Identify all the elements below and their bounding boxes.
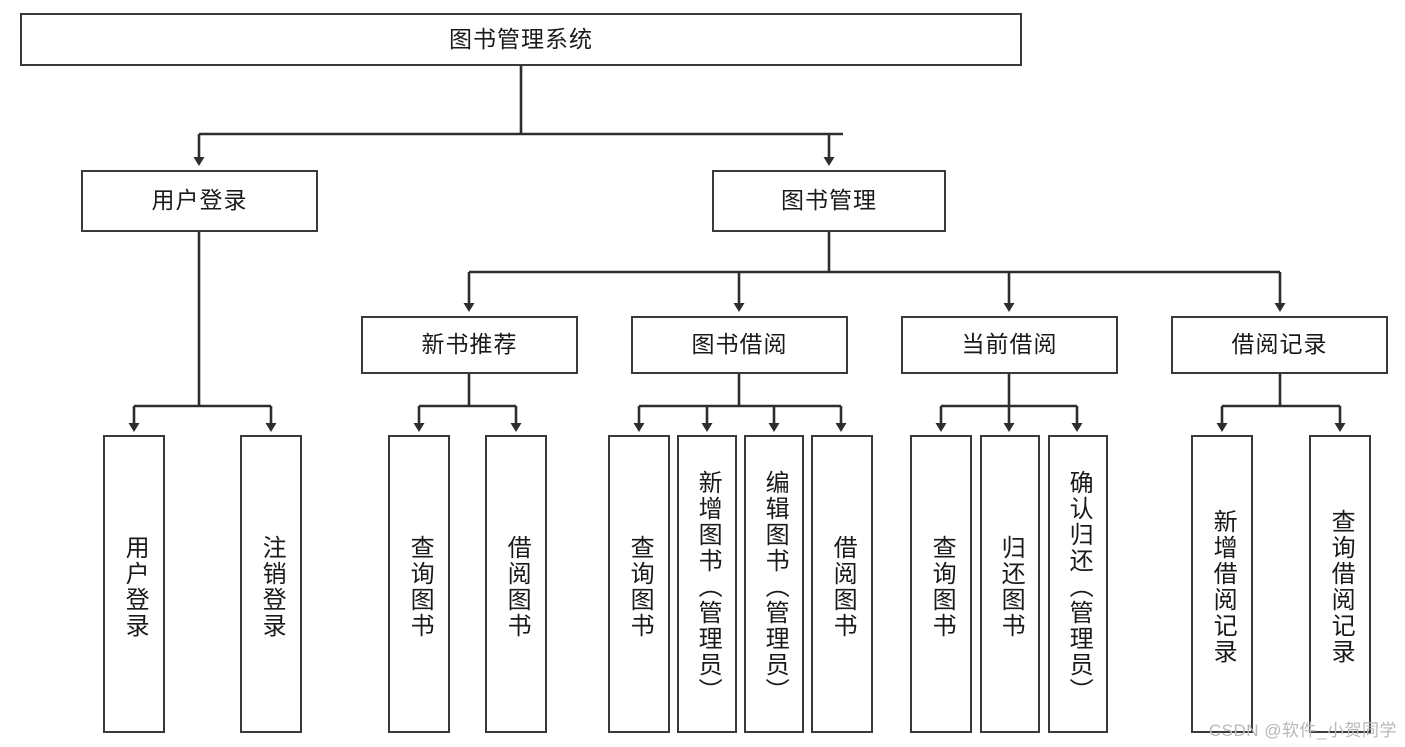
node-current-borrow-label: 当前借阅	[961, 331, 1058, 358]
leaf-newbook-query-book-label: 查询图书	[406, 535, 434, 639]
leaf-current-confirm-return[interactable]: 确认归还（管理员）	[1048, 435, 1108, 733]
node-borrow-record[interactable]: 借阅记录	[1171, 316, 1388, 374]
leaf-borrow-borrow-book[interactable]: 借阅图书	[811, 435, 873, 733]
node-book-borrow-label: 图书借阅	[691, 331, 788, 358]
leaf-current-return-book[interactable]: 归还图书	[980, 435, 1040, 733]
leaf-record-add-record[interactable]: 新增借阅记录	[1191, 435, 1253, 733]
leaf-user-logout[interactable]: 注销登录	[240, 435, 302, 733]
leaf-current-return-book-label: 归还图书	[997, 535, 1025, 639]
leaf-current-confirm-return-label: 确认归还（管理员）	[1065, 470, 1093, 704]
node-user-login-label: 用户登录	[151, 187, 248, 214]
leaf-borrow-query-book-label: 查询图书	[626, 535, 654, 639]
leaf-borrow-edit-book[interactable]: 编辑图书（管理员）	[744, 435, 804, 733]
leaf-current-query-book[interactable]: 查询图书	[910, 435, 972, 733]
leaf-borrow-borrow-book-label: 借阅图书	[829, 535, 857, 639]
node-book-management-label: 图书管理	[781, 187, 877, 214]
node-root-label: 图书管理系统	[449, 25, 593, 52]
leaf-borrow-query-book[interactable]: 查询图书	[608, 435, 670, 733]
leaf-newbook-query-book[interactable]: 查询图书	[388, 435, 450, 733]
node-user-login[interactable]: 用户登录	[81, 170, 318, 232]
node-current-borrow[interactable]: 当前借阅	[901, 316, 1118, 374]
leaf-newbook-borrow-book-label: 借阅图书	[503, 535, 531, 639]
node-book-management[interactable]: 图书管理	[712, 170, 946, 232]
leaf-borrow-add-book[interactable]: 新增图书（管理员）	[677, 435, 737, 733]
leaf-user-login-label: 用户登录	[121, 535, 149, 639]
leaf-newbook-borrow-book[interactable]: 借阅图书	[485, 435, 547, 733]
leaf-record-add-record-label: 新增借阅记录	[1209, 509, 1237, 665]
leaf-user-login[interactable]: 用户登录	[103, 435, 165, 733]
node-new-book-recommend-label: 新书推荐	[421, 331, 518, 358]
leaf-current-query-book-label: 查询图书	[928, 535, 956, 639]
node-borrow-record-label: 借阅记录	[1231, 331, 1328, 358]
node-root[interactable]: 图书管理系统	[20, 13, 1022, 66]
leaf-user-logout-label: 注销登录	[258, 535, 286, 639]
leaf-borrow-add-book-label: 新增图书（管理员）	[694, 470, 722, 704]
leaf-record-query-record-label: 查询借阅记录	[1327, 509, 1355, 665]
node-book-borrow[interactable]: 图书借阅	[631, 316, 848, 374]
leaf-record-query-record[interactable]: 查询借阅记录	[1309, 435, 1371, 733]
leaf-borrow-edit-book-label: 编辑图书（管理员）	[761, 470, 789, 704]
csdn-watermark: CSDN @软件_小贺同学	[1208, 721, 1397, 740]
node-new-book-recommend[interactable]: 新书推荐	[361, 316, 578, 374]
